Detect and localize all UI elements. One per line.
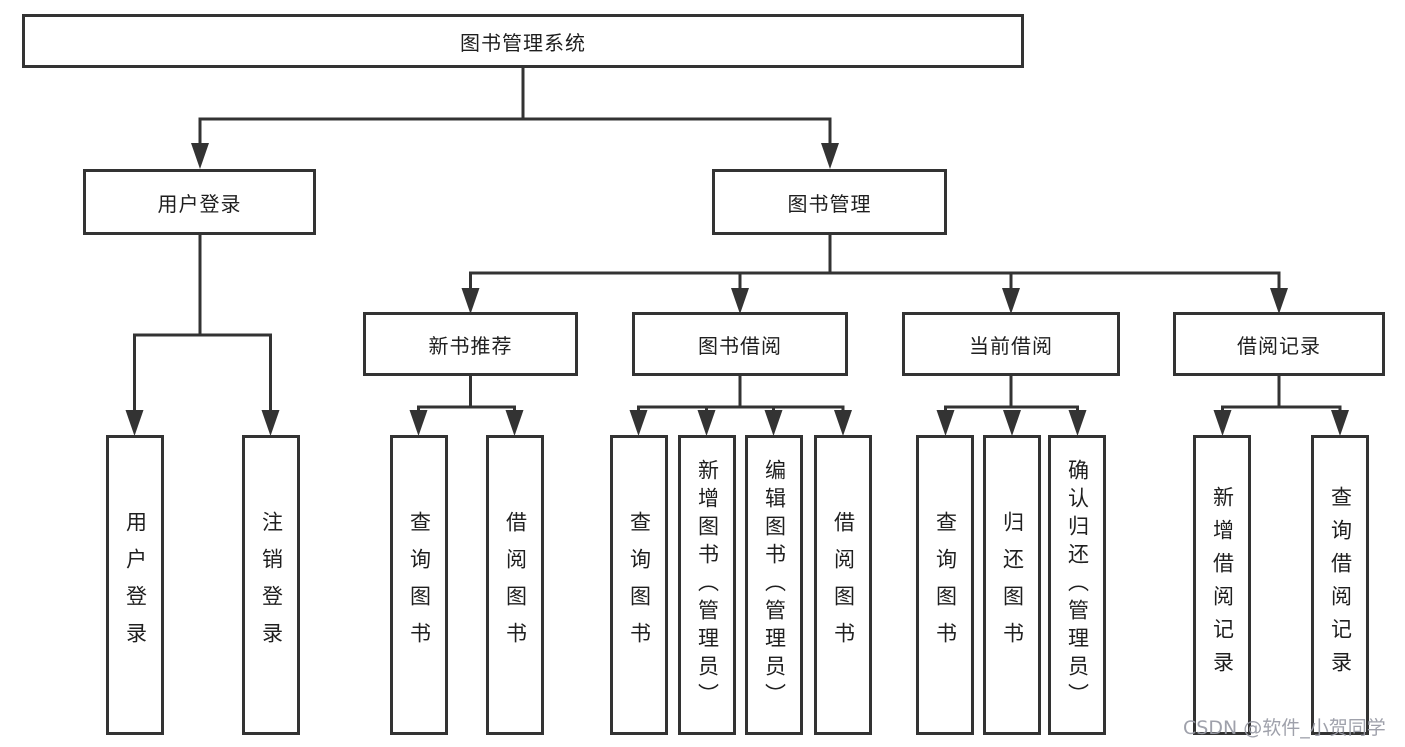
- leaf-query-books-3: 查询图书: [916, 435, 974, 735]
- connector-records-children: [1213, 376, 1349, 436]
- node-book-management: 图书管理: [712, 169, 947, 235]
- connector-book-mgmt-children: [461, 235, 1288, 314]
- connector-current-borrow-children: [936, 376, 1087, 436]
- leaf-confirm-return-admin: 确认归还（管理员）: [1048, 435, 1106, 735]
- csdn-watermark: CSDN @软件_小贺同学: [1183, 717, 1386, 739]
- connector-book-borrow-children: [629, 376, 852, 436]
- leaf-borrow-books-1: 借阅图书: [486, 435, 544, 735]
- leaf-logout: 注销登录: [242, 435, 300, 735]
- leaf-add-borrow-record: 新增借阅记录: [1193, 435, 1251, 735]
- connector-user-login-children: [125, 235, 280, 436]
- node-book-borrowing: 图书借阅: [632, 312, 848, 376]
- leaf-user-login: 用户登录: [106, 435, 164, 735]
- connector-root-to-level2: [191, 68, 839, 169]
- connector-new-book-children: [409, 376, 524, 436]
- leaf-query-books-1: 查询图书: [390, 435, 448, 735]
- leaf-edit-book-admin: 编辑图书（管理员）: [745, 435, 803, 735]
- node-new-book-recommend: 新书推荐: [363, 312, 578, 376]
- leaf-query-books-2: 查询图书: [610, 435, 668, 735]
- leaf-add-book-admin: 新增图书（管理员）: [678, 435, 736, 735]
- leaf-borrow-books-2: 借阅图书: [814, 435, 872, 735]
- node-root-system: 图书管理系统: [22, 14, 1024, 68]
- leaf-query-borrow-record: 查询借阅记录: [1311, 435, 1369, 735]
- node-user-login: 用户登录: [83, 169, 316, 235]
- node-current-borrowing: 当前借阅: [902, 312, 1120, 376]
- node-borrowing-records: 借阅记录: [1173, 312, 1385, 376]
- leaf-return-books: 归还图书: [983, 435, 1041, 735]
